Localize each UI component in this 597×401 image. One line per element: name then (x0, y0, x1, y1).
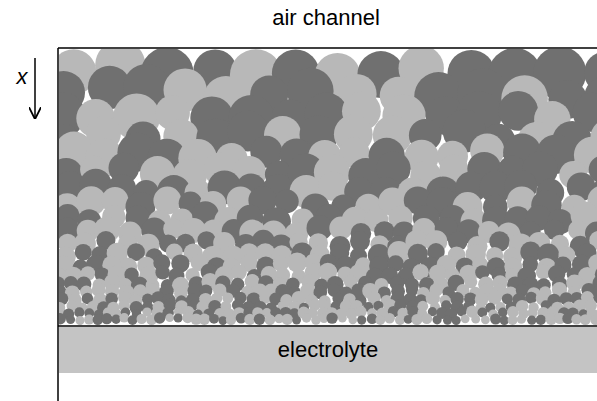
particle (66, 315, 75, 324)
particle (84, 315, 94, 325)
particle (111, 315, 120, 324)
particle (580, 314, 591, 325)
particle (209, 314, 219, 324)
particle (311, 315, 321, 325)
particle (154, 312, 165, 323)
particle (174, 313, 183, 322)
particle (101, 313, 112, 324)
particle (490, 314, 501, 325)
particle (525, 292, 537, 304)
particle (265, 314, 276, 325)
electrolyte-band: electrolyte (59, 327, 597, 373)
particle (536, 315, 546, 325)
particle (481, 315, 490, 324)
channel-label: air channel (272, 7, 380, 29)
particle (199, 314, 210, 325)
particle (326, 312, 337, 323)
particle (461, 314, 470, 323)
particle-layer (59, 49, 597, 325)
particle (395, 315, 405, 325)
channel-boundary (58, 47, 597, 49)
particle (119, 313, 129, 323)
particle (433, 315, 442, 324)
particle (375, 315, 385, 325)
particle (517, 315, 526, 324)
particle (287, 252, 307, 272)
x-axis-arrow (34, 58, 36, 118)
particle (137, 314, 147, 324)
layer-label: electrolyte (278, 337, 378, 363)
particle (527, 316, 536, 325)
particle (165, 313, 174, 322)
particle (452, 316, 461, 325)
particle (421, 313, 432, 324)
particle (443, 316, 452, 325)
particle (74, 307, 84, 317)
particle (128, 315, 138, 325)
axis-label: x (17, 66, 28, 88)
particle (384, 313, 395, 324)
particle (254, 314, 265, 325)
particle (59, 313, 66, 324)
particle (338, 314, 347, 323)
particle (357, 316, 366, 325)
particle (226, 315, 236, 325)
particle (292, 316, 301, 325)
particle (76, 316, 85, 325)
particle (404, 315, 413, 324)
particle (411, 314, 422, 325)
particle (282, 314, 293, 325)
particle (590, 314, 597, 325)
particle (349, 316, 358, 325)
particle (302, 313, 311, 322)
particle (508, 315, 518, 325)
particle (500, 316, 509, 325)
particle (471, 315, 480, 324)
particle (155, 265, 169, 279)
